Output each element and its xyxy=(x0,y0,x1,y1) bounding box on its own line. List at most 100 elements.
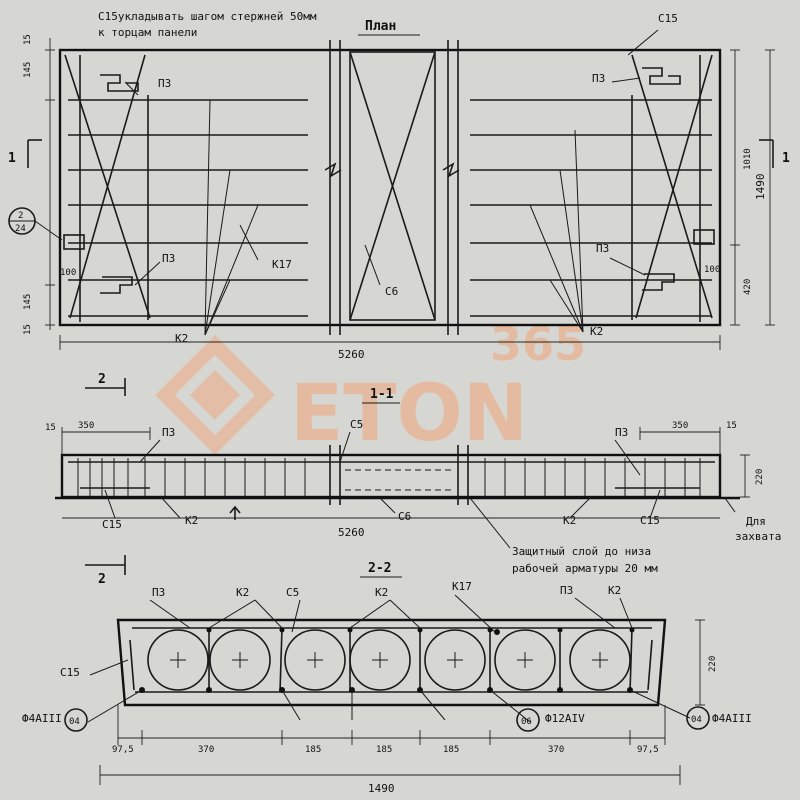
s22-circle-right xyxy=(686,706,710,730)
plan-right-loop-bottom xyxy=(642,273,675,291)
s22-circle-right-text: 04 xyxy=(691,715,702,725)
s11-label-c6: С6 xyxy=(398,510,411,523)
plan-break-mark-right xyxy=(442,162,460,178)
s22-dim-97-5-left: 97,5 xyxy=(112,745,134,755)
s11-dim-5260: 5260 xyxy=(338,526,365,539)
s11-label-c15-right: С15 xyxy=(640,514,660,527)
s11-for-lifting-2: захвата xyxy=(735,530,781,543)
cut-1-right: 1 xyxy=(759,139,790,168)
s22-label-c5: С5 xyxy=(286,586,299,599)
watermark-brand: ETON xyxy=(290,369,528,459)
cut-1-left-label: 1 xyxy=(8,151,16,166)
s11-label-c5: С5 xyxy=(350,418,363,431)
callout-2-24-bottom: 24 xyxy=(15,224,26,234)
dim-145-bot: 145 xyxy=(23,294,33,310)
plan-outline xyxy=(58,48,722,327)
s11-dim-15-left: 15 xyxy=(45,423,56,433)
section-1-1-leaders xyxy=(104,431,736,549)
cut-2-top-label: 2 xyxy=(98,372,106,387)
s22-circle-mid xyxy=(516,708,540,732)
void-5 xyxy=(424,629,486,691)
plan-title: План xyxy=(365,19,396,34)
s22-dim-185-1: 185 xyxy=(305,745,321,755)
void-2 xyxy=(209,629,271,691)
s22-label-k2-right: К2 xyxy=(608,584,621,597)
void-3 xyxy=(284,629,346,691)
plan-label-k2-left: К2 xyxy=(175,332,188,345)
s22-label-k2-mid: К2 xyxy=(375,586,388,599)
cut-2-bottom: 2 xyxy=(85,555,126,587)
cut-2-bottom-label: 2 xyxy=(98,572,106,587)
dim-100-left: 100 xyxy=(60,268,76,278)
callout-2-24: 2 24 xyxy=(8,207,63,241)
s22-dim-185-2: 185 xyxy=(376,745,392,755)
s22-label-k17: К17 xyxy=(452,580,472,593)
dim-1010: 1010 xyxy=(743,148,753,170)
s11-dim-220: 220 xyxy=(755,469,765,485)
s22-circle-mid-text: 06 xyxy=(521,717,532,727)
void-1 xyxy=(147,629,209,691)
s11-dim-350-right: 350 xyxy=(672,421,688,431)
plan-left-loop-bottom xyxy=(100,276,133,294)
s22-dim-97-5-right: 97,5 xyxy=(637,745,659,755)
plan-left-loop-top xyxy=(100,74,139,92)
s22-dim-1490: 1490 xyxy=(368,782,395,795)
dim-100-right: 100 xyxy=(704,265,720,275)
s22-label-p3-left: П3 xyxy=(152,586,165,599)
plan-label-k17: К17 xyxy=(272,258,292,271)
section-1-1-title: 1-1 xyxy=(370,387,394,402)
s22-bar-mid: Ф12АIV xyxy=(545,712,585,725)
s11-dim-350-left: 350 xyxy=(78,421,94,431)
plan-view: П3 П3 П3 П3 К17 К2 К2 С6 С15 2 24 1 1 xyxy=(8,12,790,361)
plan-left-x2 xyxy=(69,54,146,319)
s22-dim-370-left: 370 xyxy=(198,745,214,755)
void-7 xyxy=(569,629,631,691)
note-cover-line1: Защитный слой до низа xyxy=(512,545,651,558)
plan-right-loop-top xyxy=(642,67,681,85)
dim-15-bot: 15 xyxy=(23,324,33,335)
dim-420: 420 xyxy=(743,279,753,295)
plan-label-c15: С15 xyxy=(658,12,678,25)
section-2-2: 2-2 xyxy=(22,561,752,795)
plan-right-embed xyxy=(693,229,715,245)
plan-left-bars xyxy=(68,99,308,317)
plan-dimensions: 145 15 145 15 100 100 1010 420 1490 5260 xyxy=(23,34,775,361)
s22-dim-370-right: 370 xyxy=(548,745,564,755)
section-2-2-frames xyxy=(129,627,653,693)
cut-1-left: 1 xyxy=(8,139,42,168)
s11-label-c15-left: С15 xyxy=(102,518,122,531)
s11-for-lifting-1: Для xyxy=(746,515,766,528)
void-6 xyxy=(494,629,556,691)
callout-2-24-top: 2 xyxy=(18,211,23,221)
plan-label-p3-right-top: П3 xyxy=(592,72,605,85)
s11-label-k2-left: К2 xyxy=(185,514,198,527)
dim-5260-plan: 5260 xyxy=(338,348,365,361)
dim-145-top: 145 xyxy=(23,62,33,78)
plan-right-x1 xyxy=(631,54,713,319)
s22-bar-left: Ф4АIII xyxy=(22,712,62,725)
dim-1490: 1490 xyxy=(754,174,767,201)
s22-dim-220: 220 xyxy=(708,656,718,672)
section-2-2-voids xyxy=(147,629,631,691)
cut-1-right-label: 1 xyxy=(782,151,790,166)
s11-label-p3-left: П3 xyxy=(162,426,175,439)
plan-label-c6: С6 xyxy=(385,285,398,298)
watermark-logo xyxy=(155,335,275,455)
plan-label-p3-right-bottom: П3 xyxy=(596,242,609,255)
s22-label-c15: С15 xyxy=(60,666,80,679)
s22-dim-185-3: 185 xyxy=(443,745,459,755)
plan-label-p3-left-bottom: П3 xyxy=(162,252,175,265)
plan-break-mark-left xyxy=(324,162,342,178)
note-cover-line2: рабочей арматуры 20 мм xyxy=(512,562,658,575)
s22-bar-right: Ф4АIII xyxy=(712,712,752,725)
section-2-2-title: 2-2 xyxy=(368,561,391,576)
note-top-line2: к торцам панели xyxy=(98,26,197,39)
plan-right-bars xyxy=(470,99,712,317)
plan-c6-mesh xyxy=(349,51,436,321)
plan-leaders xyxy=(124,29,659,336)
note-top-line1: С15укладывать шагом стержней 50мм xyxy=(98,10,317,23)
section-1-1: 1-1 2 2 xyxy=(45,372,781,587)
plan-label-k2-right: К2 xyxy=(590,325,603,338)
